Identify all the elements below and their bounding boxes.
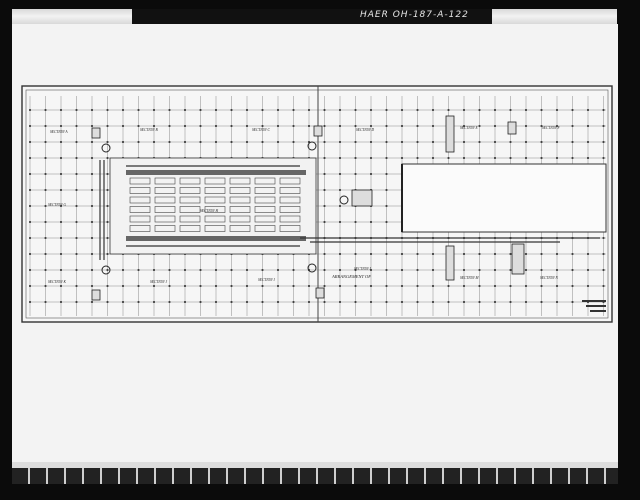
bay-label: SECTION C	[252, 128, 270, 132]
bay-label: SECTION B	[140, 128, 158, 132]
drawing-inner-border	[25, 89, 609, 319]
bay-label: SECTION I	[258, 278, 275, 282]
bay-label: SECTION N	[540, 276, 558, 280]
stack-circles	[101, 141, 349, 275]
signature-block	[582, 300, 606, 312]
bay-label: SECTION J	[150, 280, 167, 284]
film-top-edge	[12, 9, 617, 27]
bay-label: SECTION D	[356, 128, 374, 132]
title-block: ARRANGEMENT OF	[331, 274, 371, 279]
pipe-runs	[99, 160, 600, 260]
bay-label: SECTION K	[48, 280, 66, 284]
drying-bins	[129, 177, 301, 232]
column-pads	[91, 115, 525, 301]
equipment-rows	[126, 170, 306, 241]
bay-label: SECTION L	[354, 267, 371, 271]
bay-label: SECTION M	[460, 276, 479, 280]
bay-labels: SECTION A SECTION B SECTION C SECTION D SECT…	[48, 126, 560, 284]
film-bottom-edge	[12, 462, 618, 484]
bay-label: SECTION A	[50, 130, 68, 134]
title-line-1: ARRANGEMENT OF	[331, 274, 371, 279]
bay-label: SECTION G	[48, 203, 66, 207]
bay-label: SECTION E	[460, 126, 478, 130]
photo-id-label: HAER OH-187-A-122	[360, 10, 469, 20]
bay-label: SECTION F	[542, 126, 560, 130]
bay-label: SECTION H	[200, 209, 218, 213]
right-room	[401, 163, 607, 233]
